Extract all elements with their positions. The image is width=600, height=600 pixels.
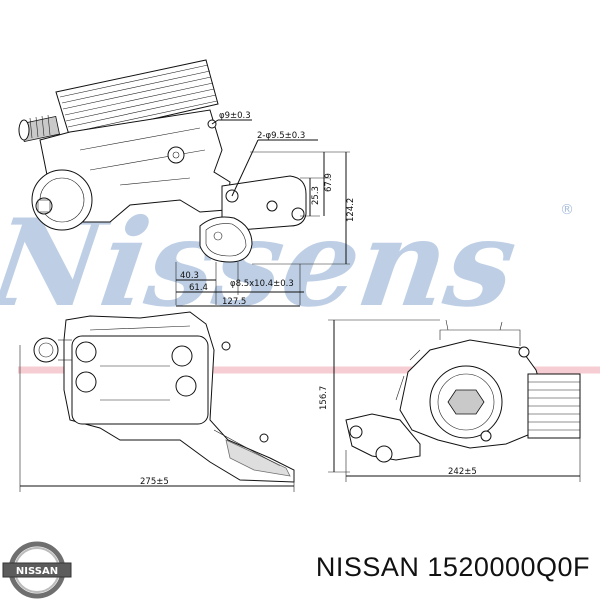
dim-offset-61: 61.4	[189, 283, 208, 293]
logo-text: NISSAN	[16, 566, 58, 577]
dim-offset-40: 40.3	[180, 271, 199, 281]
side-view-assembly	[345, 319, 581, 463]
caption-part-number: 1520000Q0F	[427, 552, 590, 582]
dim-height-25: 25.3	[311, 186, 321, 205]
nissan-logo: NISSAN	[2, 541, 72, 599]
top-view-dimensions: φ9±0.3 2-φ9.5±0.3 25.3 67.9 124.2 40.3 6…	[175, 111, 356, 307]
cooler-fins	[55, 59, 219, 139]
front-view-assembly	[33, 311, 295, 483]
side-view-dimensions: 156.7 242±5	[319, 319, 581, 482]
top-view-assembly	[18, 59, 307, 263]
dim-width-127: 127.5	[222, 297, 246, 307]
inlet-pipe	[18, 114, 60, 143]
dim-height-156: 156.7	[319, 386, 329, 410]
seal-ring	[199, 216, 253, 263]
side-cooler	[527, 373, 581, 439]
dim-hole-small: φ9±0.3	[219, 111, 251, 121]
dim-length-275: 275±5	[140, 477, 169, 487]
front-inlet	[33, 337, 59, 363]
dim-height-124: 124.2	[346, 198, 356, 222]
dim-height-67: 67.9	[324, 173, 334, 192]
mount-boss	[167, 146, 185, 164]
front-view-dimensions: 275±5	[19, 345, 295, 492]
dim-width-242: 242±5	[448, 467, 477, 477]
registered-mark: ®	[560, 202, 574, 218]
hex-nut-icon	[447, 389, 485, 415]
side-bracket	[345, 413, 421, 461]
filter-cap	[31, 169, 93, 231]
port-3	[171, 345, 193, 367]
dim-seal: φ8.5x10.4±0.3	[230, 279, 294, 289]
dim-holes-two: 2-φ9.5±0.3	[257, 131, 305, 141]
port-2	[75, 371, 97, 393]
port-1	[75, 341, 97, 363]
caption-brand: NISSAN	[315, 552, 420, 582]
port-4	[175, 375, 197, 397]
